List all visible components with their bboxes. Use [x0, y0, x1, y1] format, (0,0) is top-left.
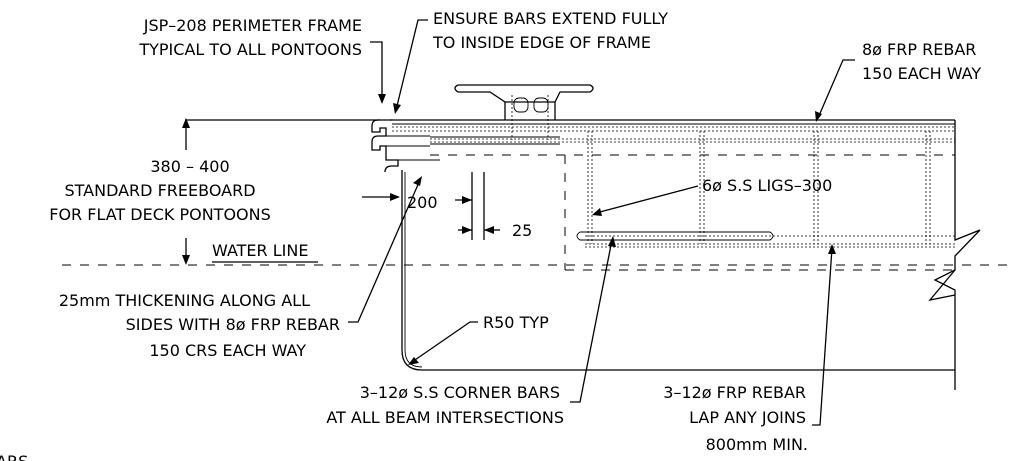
label-ensure-bars-2: TO INSIDE EDGE OF FRAME — [432, 33, 651, 52]
internal-beam — [430, 154, 955, 271]
pontoon-inner-wall — [404, 172, 423, 368]
ss-ligatures — [587, 131, 931, 244]
dimension-25 — [455, 172, 500, 240]
pontoon-outer-wall — [401, 170, 955, 371]
label-lap-rebar-2: LAP ANY JOINS — [689, 408, 806, 427]
cleat — [454, 84, 594, 140]
label-perimeter-frame-1: JSP–208 PERIMETER FRAME — [143, 16, 362, 35]
beam-bottom-bars — [576, 231, 955, 248]
label-dim-25: 25 — [512, 221, 532, 240]
label-freeboard-flat-deck: FOR FLAT DECK PONTOONS — [49, 205, 271, 224]
label-freeboard-range: 380 – 400 — [150, 157, 229, 176]
label-perimeter-frame-2: TYPICAL TO ALL PONTOONS — [138, 40, 362, 59]
label-thickening-1: 25mm THICKENING ALONG ALL — [59, 291, 310, 310]
label-water-line: WATER LINE — [212, 241, 308, 260]
label-corner-bars-2: AT ALL BEAM INTERSECTIONS — [326, 408, 564, 427]
freeboard-dimension — [182, 118, 380, 265]
label-freeboard-standard: STANDARD FREEBOARD — [64, 181, 255, 200]
label-frp-rebar-1: 8ø FRP REBAR — [862, 40, 976, 59]
label-corner-bars-1: 3–12ø S.S CORNER BARS — [360, 383, 560, 402]
label-dim-200: 200 — [407, 193, 438, 212]
label-cut-text: ARS — [0, 452, 28, 461]
break-line — [933, 120, 981, 390]
label-ss-ligs: 6ø S.S LIGS–300 — [702, 176, 832, 195]
label-thickening-2: SIDES WITH 8ø FRP REBAR — [126, 315, 340, 334]
leader-lines — [212, 19, 855, 426]
label-lap-rebar-1: 3–12ø FRP REBAR — [663, 383, 806, 402]
dimension-200 — [362, 193, 400, 201]
label-lap-rebar-3: 800mm MIN. — [706, 435, 808, 454]
perimeter-frame-profile — [371, 119, 440, 173]
break-line-detail — [928, 269, 956, 301]
label-thickening-3: 150 CRS EACH WAY — [149, 341, 306, 360]
label-radius: R50 TYP — [483, 313, 549, 332]
label-ensure-bars-1: ENSURE BARS EXTEND FULLY — [433, 9, 668, 28]
label-frp-rebar-2: 150 EACH WAY — [862, 64, 981, 83]
